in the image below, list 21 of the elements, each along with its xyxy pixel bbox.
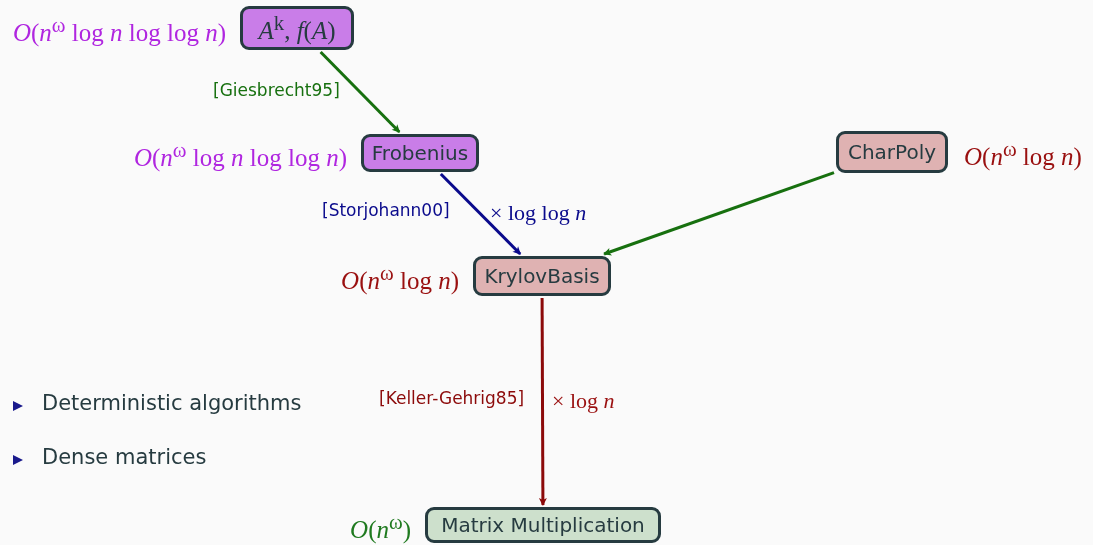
- cost-factor-label: × log log n: [490, 200, 587, 227]
- arrow: [439, 172, 522, 256]
- arrow: [538, 298, 547, 506]
- complexity-label: O(n$^{ω}$ log n): [341, 263, 459, 294]
- bullet-text: Dense matrices: [42, 445, 207, 471]
- complexity-label: O(n$^{ω}$ log n log log n): [12, 15, 226, 46]
- edge-label: [Storjohann00]: [322, 200, 450, 221]
- process-box: KrylovBasis: [473, 256, 611, 296]
- edge-label: [Keller-Gehrig85]: [379, 388, 525, 409]
- arrow: [603, 171, 835, 256]
- arrow: [319, 50, 401, 134]
- complexity-label: O(n$^{ω}$ log n log log n): [133, 140, 347, 171]
- complexity-label: O(n$^{ω}$): [350, 512, 411, 543]
- process-box: Frobenius: [361, 134, 479, 172]
- edge-label: [Giesbrecht95]: [213, 80, 340, 101]
- process-box: CharPoly: [836, 131, 948, 173]
- complexity-label: O(n$^{ω}$ log n): [964, 139, 1082, 170]
- process-box: A$^{k}$, f(A): [240, 6, 354, 50]
- cost-factor-label: × log n: [552, 388, 615, 415]
- bullet-text: Deterministic algorithms: [42, 391, 302, 417]
- process-box: Matrix Multiplication: [425, 507, 661, 543]
